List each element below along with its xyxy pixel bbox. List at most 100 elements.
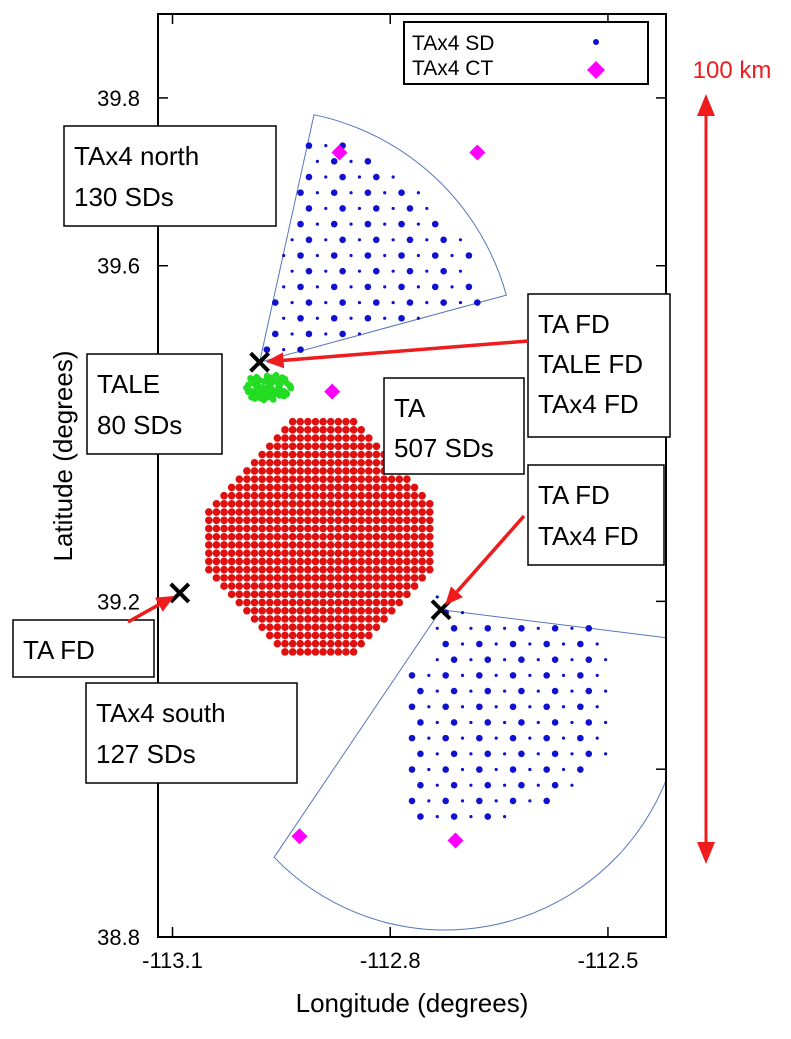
tax4-sd-point xyxy=(408,672,416,679)
ta-sd-point xyxy=(273,639,282,648)
ta-sd-point xyxy=(281,615,289,623)
ta-sd-point xyxy=(258,623,266,632)
tax4-sd-point xyxy=(398,189,405,197)
ta-sd-point xyxy=(410,541,419,549)
tax4-sd-point xyxy=(383,222,387,226)
ta-sd-point xyxy=(265,516,274,525)
ta-sd-point xyxy=(380,483,388,492)
ta-sd-point xyxy=(243,582,251,590)
tax4-sd-point xyxy=(305,236,313,244)
tax4-sd-point xyxy=(324,175,328,179)
x-tick-label: -112.8 xyxy=(360,948,421,973)
ta-sd-point xyxy=(304,582,312,590)
ta-sd-point xyxy=(281,582,289,590)
ta-sd-point xyxy=(319,426,327,434)
ta-sd-point xyxy=(326,442,335,451)
ta-sd-point xyxy=(319,532,327,541)
ta-sd-point xyxy=(281,541,289,549)
ta-sd-point xyxy=(357,541,366,549)
callout-line: TA FD xyxy=(538,309,610,339)
legend-label-tax4-ct: TAx4 CT xyxy=(412,57,493,80)
tax4-sd-point xyxy=(324,332,328,336)
tax4-sd-point xyxy=(484,719,492,726)
callout-line: TAx4 north xyxy=(74,141,199,171)
tax4-sd-point xyxy=(595,642,599,646)
tax4-sd-point xyxy=(518,624,525,632)
ta-sd-point xyxy=(304,483,312,492)
tax4-sd-point xyxy=(503,720,507,725)
ta-sd-point xyxy=(258,598,266,607)
ta-sd-point xyxy=(250,483,259,492)
ta-sd-point xyxy=(250,615,259,623)
ta-sd-point xyxy=(319,500,327,508)
ta-sd-point xyxy=(273,434,282,442)
ta-sd-point xyxy=(365,434,373,442)
ta-sd-point xyxy=(349,631,358,640)
tax4-sd-point xyxy=(551,624,559,632)
ta-sd-point xyxy=(296,598,305,607)
ta-sd-point xyxy=(349,442,358,451)
ta-sd-point xyxy=(235,557,244,566)
ta-sd-point xyxy=(258,541,266,549)
ta-sd-point xyxy=(395,491,404,500)
ta-sd-point xyxy=(273,557,282,566)
ta-sd-point xyxy=(365,631,373,640)
callout-box xyxy=(63,125,277,227)
ta-sd-point xyxy=(365,467,373,475)
ta-sd-point xyxy=(326,458,335,467)
ta-sd-point xyxy=(319,491,327,500)
ta-sd-point xyxy=(410,582,419,590)
ta-sd-point xyxy=(342,491,350,500)
ta-sd-point xyxy=(250,532,259,541)
ta-sd-point xyxy=(395,541,404,549)
ta-sd-point xyxy=(357,574,366,582)
tax4-sd-point xyxy=(391,238,395,242)
tax4-sd-point xyxy=(460,767,465,772)
tax4-sd-point xyxy=(427,767,431,772)
ta-sd-point xyxy=(372,483,381,492)
detector-points xyxy=(205,142,608,849)
ta-sd-point xyxy=(311,532,320,541)
ta-sd-point xyxy=(243,574,251,582)
ta-sd-point xyxy=(365,450,373,459)
ta-sd-point xyxy=(365,516,373,525)
tax4-sd-point xyxy=(372,173,380,181)
ta-sd-point xyxy=(334,458,343,467)
ta-sd-point xyxy=(418,574,426,582)
ta-sd-point xyxy=(365,491,373,500)
ta-sd-point xyxy=(372,582,381,590)
ta-sd-point xyxy=(334,541,343,549)
ta-sd-point xyxy=(296,549,305,557)
ta-sd-point xyxy=(372,549,381,557)
tax4-sd-point xyxy=(450,719,458,726)
ta-sd-point xyxy=(380,475,388,483)
ta-sd-point xyxy=(425,541,434,549)
ta-sd-point xyxy=(365,606,373,615)
ta-sd-point xyxy=(365,565,373,574)
tax4-sd-point xyxy=(408,734,416,742)
ta-sd-point xyxy=(281,442,289,451)
ta-sd-point xyxy=(243,524,251,533)
tax4-sd-point xyxy=(476,672,483,679)
ta-sd-point xyxy=(380,582,388,590)
ta-sd-point xyxy=(258,557,266,566)
tax4-sd-point xyxy=(324,144,328,148)
ta-sd-point xyxy=(349,524,358,533)
ta-sd-point xyxy=(296,434,305,442)
ta-sd-point xyxy=(365,541,373,549)
ta-sd-point xyxy=(304,606,312,615)
ta-sd-point xyxy=(220,500,228,508)
tax4-sd-point xyxy=(297,189,304,197)
tax4-sd-point xyxy=(585,624,593,632)
ta-sd-point xyxy=(372,623,381,632)
ta-sd-point xyxy=(288,574,297,582)
ta-sd-point xyxy=(334,442,343,451)
ta-sd-point xyxy=(288,590,297,599)
ta-sd-point xyxy=(273,615,282,623)
ta-sd-point xyxy=(349,426,358,434)
ta-sd-point xyxy=(342,541,350,549)
tax4-sd-point xyxy=(469,658,473,662)
ta-sd-point xyxy=(387,524,396,533)
ta-sd-point xyxy=(296,565,305,574)
ta-sd-point xyxy=(357,615,366,623)
